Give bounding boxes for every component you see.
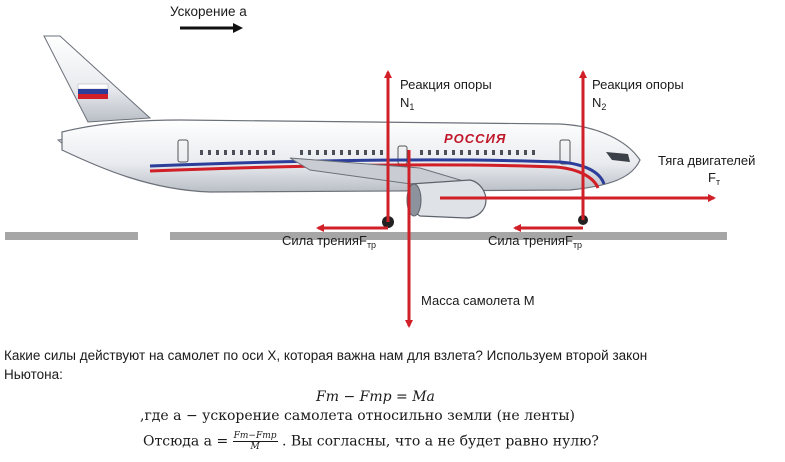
- acceleration-fraction: Fт−Fтр M: [232, 431, 278, 452]
- normal-force-2-label: Реакция опоры: [592, 77, 684, 92]
- tail-flag-white: [77, 83, 109, 90]
- friction-2-label: Сила тренияFтр: [488, 233, 583, 250]
- normal-force-2-symbol: N2: [592, 95, 607, 112]
- airline-name: РОССИЯ: [444, 131, 506, 146]
- normal-force-1-symbol: N1: [400, 95, 415, 112]
- hence-prefix: Отсюда a =: [143, 433, 229, 450]
- hence-line: Отсюда a = Fт−Fтр M . Вы согласны, что a…: [143, 431, 599, 452]
- acceleration-label: Ускорение a: [170, 4, 247, 19]
- cockpit-window: [606, 152, 630, 162]
- force-diagram: РОССИЯ Ускорение a Реакция опоры N1 Реак…: [5, 4, 756, 328]
- fraction-denominator: M: [250, 442, 260, 452]
- question-paragraph: Какие силы действуют на самолет по оси X…: [4, 348, 648, 382]
- definition-line: ,где a − ускорение самолета относильно з…: [140, 408, 575, 424]
- hence-suffix: . Вы согласны, что a не будет равно нулю…: [281, 433, 599, 450]
- mass-label: Масса самолета М: [421, 293, 535, 308]
- normal-force-1-label: Реакция опоры: [400, 77, 492, 92]
- door-rear: [177, 139, 189, 163]
- thrust-label: Тяга двигателей: [658, 153, 756, 168]
- diagram-canvas: РОССИЯ: [5, 23, 727, 328]
- tail-flag-blue: [78, 89, 108, 94]
- friction-1-label: Сила тренияFтр: [282, 233, 377, 250]
- tail-flag-red: [78, 94, 108, 99]
- runway-strip-right: [170, 232, 727, 240]
- fraction-numerator: Fт−Fтр: [232, 431, 278, 442]
- door-front: [559, 139, 571, 165]
- tail-fin: [43, 35, 152, 123]
- fuselage: [61, 119, 641, 193]
- runway-strip-left: [5, 232, 138, 240]
- newton-formula: Fт − Fтр = Ma: [316, 389, 435, 405]
- thrust-symbol: Fт: [708, 170, 721, 187]
- stripe-blue: [149, 158, 606, 185]
